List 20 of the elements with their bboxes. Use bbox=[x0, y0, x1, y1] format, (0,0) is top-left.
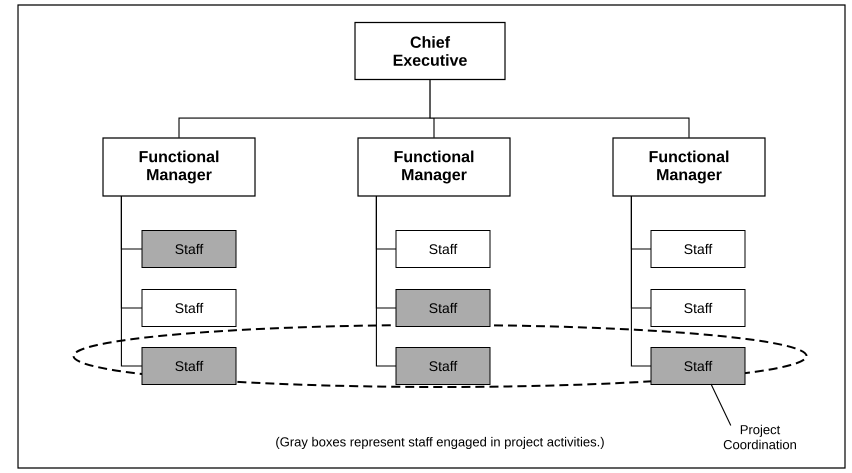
connector-line bbox=[120, 196, 142, 367]
connector-line bbox=[376, 196, 396, 367]
staff-box: Staff bbox=[650, 347, 746, 385]
staff-box: Staff bbox=[142, 230, 236, 268]
caption-text: (Gray boxes represent staff engaged in project activities.) bbox=[276, 436, 604, 450]
manager-box: Functional Manager bbox=[612, 137, 766, 197]
staff-box: Staff bbox=[396, 230, 490, 268]
staff-box: Staff bbox=[650, 289, 746, 327]
staff-box: Staff bbox=[396, 347, 490, 385]
connector-line bbox=[429, 80, 690, 138]
manager-box: Chief Executive bbox=[354, 22, 506, 80]
staff-box: Staff bbox=[650, 230, 746, 268]
connector-line bbox=[630, 196, 650, 367]
leader-line bbox=[710, 384, 732, 426]
callout-text: Project Coordination bbox=[724, 424, 796, 450]
manager-box: Functional Manager bbox=[357, 137, 511, 197]
manager-box: Functional Manager bbox=[102, 137, 256, 197]
staff-box: Staff bbox=[142, 289, 236, 327]
staff-box: Staff bbox=[396, 289, 490, 327]
staff-box: Staff bbox=[142, 347, 236, 385]
